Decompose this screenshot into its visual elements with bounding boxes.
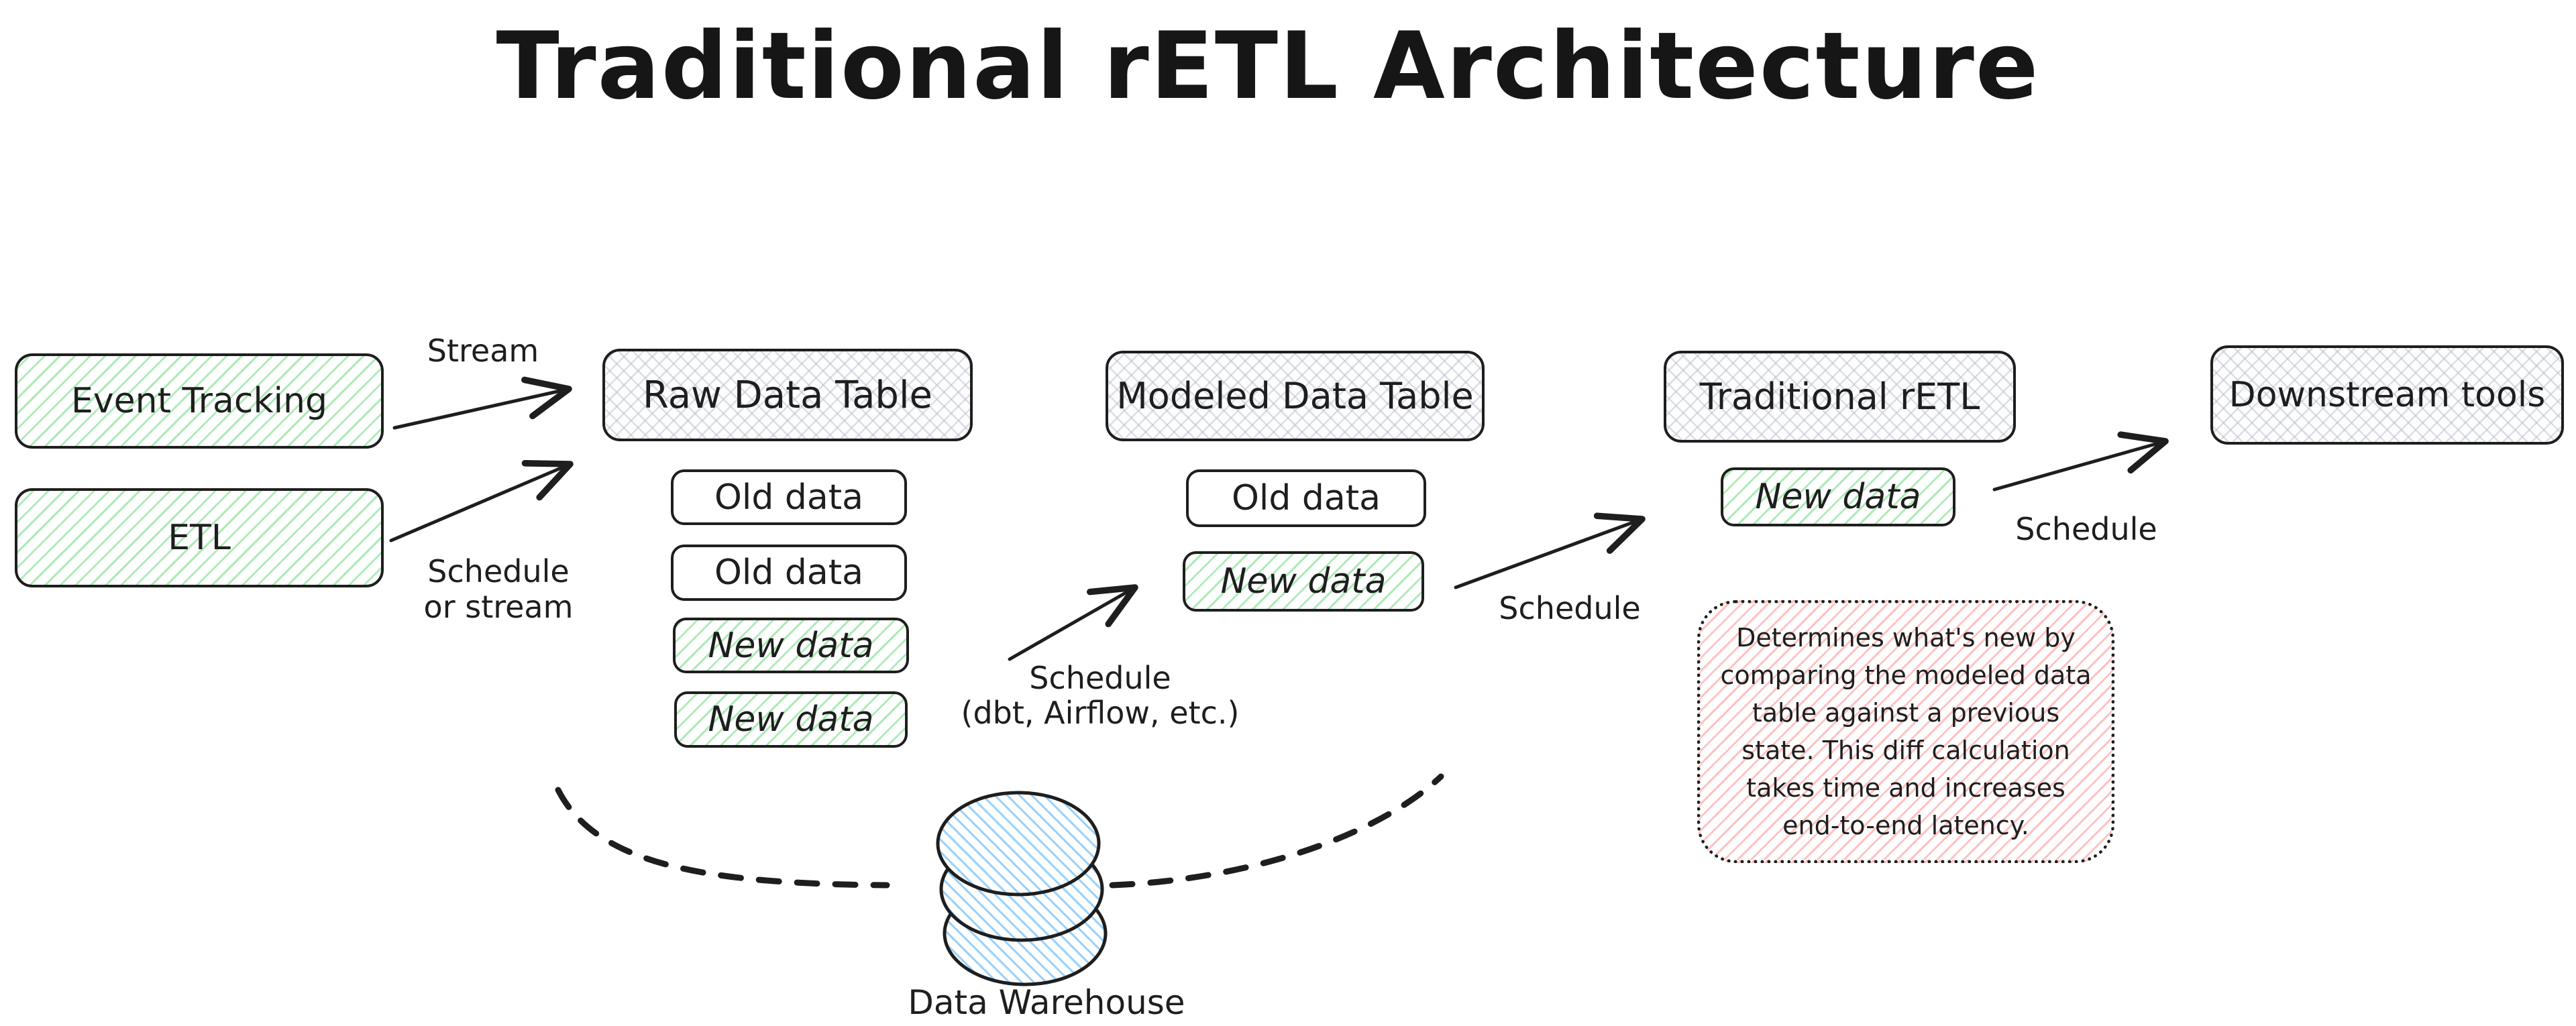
- note-line: table against a previous: [1752, 698, 2060, 728]
- label-stream: Stream: [427, 333, 539, 369]
- node-raw-data-table: Raw Data Table: [602, 349, 973, 441]
- label-schedule-to-downstream: Schedule: [2015, 511, 2157, 547]
- label-schedule-or-stream-line1: Schedule: [427, 553, 570, 589]
- node-modeled-data-table: Modeled Data Table: [1106, 351, 1485, 441]
- node-downstream-tools: Downstream tools: [2210, 345, 2564, 445]
- node-event-tracking-label: Event Tracking: [71, 381, 327, 421]
- raw-row-old-1: Old data: [671, 469, 907, 525]
- modeled-row-old: Old data: [1186, 469, 1426, 527]
- note-line: state. This diff calculation: [1741, 736, 2070, 765]
- label-schedule-dbt-line2: (dbt, Airflow, etc.): [961, 695, 1240, 731]
- raw-row-new-1-label: New data: [708, 625, 874, 666]
- node-etl: ETL: [15, 488, 384, 587]
- database-icon: [936, 791, 1108, 986]
- node-raw-data-table-label: Raw Data Table: [643, 373, 932, 417]
- retl-row-new-label: New data: [1755, 477, 1921, 517]
- node-event-tracking: Event Tracking: [15, 353, 384, 449]
- raw-row-old-1-label: Old data: [714, 477, 864, 518]
- label-schedule-dbt-line1: Schedule: [1029, 660, 1171, 696]
- arrow-etl-to-raw: [389, 460, 574, 543]
- node-traditional-retl-label: Traditional rETL: [1699, 376, 1980, 418]
- warehouse-label: Data Warehouse: [908, 983, 1185, 1022]
- label-schedule-dbt: Schedule (dbt, Airflow, etc.): [939, 661, 1261, 730]
- note-line: takes time and increases: [1746, 773, 2065, 803]
- node-modeled-data-table-label: Modeled Data Table: [1116, 375, 1474, 417]
- raw-row-new-2-label: New data: [708, 699, 874, 740]
- label-schedule-to-retl: Schedule: [1499, 590, 1641, 626]
- warehouse-bracket-left: [555, 787, 890, 889]
- note-line: end-to-end latency.: [1782, 811, 2029, 840]
- modeled-row-old-label: Old data: [1231, 478, 1381, 518]
- node-downstream-tools-label: Downstream tools: [2229, 375, 2546, 415]
- node-etl-label: ETL: [168, 518, 231, 558]
- raw-row-new-1: New data: [673, 618, 909, 673]
- note-diff-calculation: Determines what's new by comparing the m…: [1697, 600, 2114, 863]
- note-line: Determines what's new by: [1736, 623, 2076, 652]
- raw-row-new-2: New data: [674, 691, 908, 748]
- diagram-title: Traditional rETL Architecture: [496, 12, 2040, 120]
- raw-row-old-2-label: Old data: [714, 553, 864, 593]
- note-line: comparing the modeled data: [1720, 661, 2092, 690]
- label-schedule-or-stream-line2: or stream: [423, 589, 574, 625]
- arrow-modeled-to-retl: [1454, 512, 1646, 589]
- raw-row-old-2: Old data: [671, 545, 907, 601]
- arrow-retl-to-downstream: [1992, 431, 2169, 492]
- arrow-event-to-raw: [392, 376, 572, 430]
- label-schedule-or-stream: Schedule or stream: [401, 554, 596, 625]
- node-traditional-retl: Traditional rETL: [1664, 351, 2016, 443]
- modeled-row-new: New data: [1183, 551, 1424, 612]
- warehouse-bracket-right: [1109, 773, 1444, 889]
- arrow-raw-to-modeled: [1008, 584, 1138, 661]
- modeled-row-new-label: New data: [1220, 561, 1387, 602]
- retl-row-new: New data: [1721, 467, 1955, 526]
